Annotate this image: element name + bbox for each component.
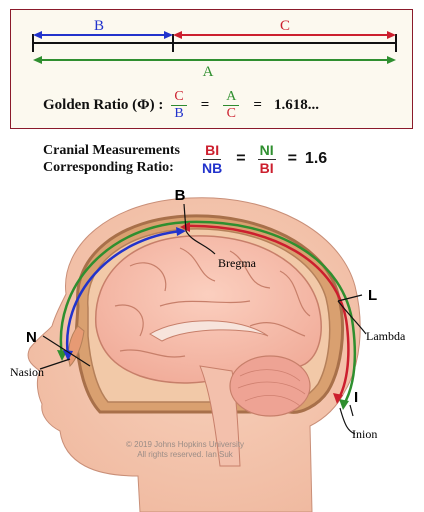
frontal-sinus (67, 325, 85, 367)
fraction-ni-over-bi: NI BI (257, 141, 276, 176)
fraction-c-over-b: C B (171, 89, 187, 121)
head-sagittal-illustration: B Bregma L Lambda N Nasion I Inion © 201… (10, 187, 406, 512)
fraction-numerator: A (223, 89, 240, 106)
cerebrum (95, 235, 322, 384)
arc-blue-arrowhead-n (63, 350, 73, 361)
equals-sign: = (253, 96, 262, 113)
segment-c-arrowhead-left (173, 31, 182, 39)
copyright-line2: All rights reserved. Ian Suk (137, 450, 234, 459)
label-lambda: Lambda (366, 329, 406, 343)
label-inion: Inion (352, 427, 377, 441)
cranial-caption-line2: Corresponding Ratio: (43, 160, 174, 175)
fraction-numerator: C (171, 89, 187, 106)
leader-lines (39, 203, 367, 435)
cerebellum-folia (237, 369, 306, 407)
arc-red-bi (183, 224, 350, 401)
fraction-a-over-c: A C (223, 89, 240, 121)
cranial-ratio-value: 1.6 (304, 150, 328, 167)
fraction-denominator: B (174, 105, 184, 121)
golden-ratio-label: Golden Ratio (Φ) : (43, 96, 164, 113)
cranial-ratio-formula: Cranial Measurements Corresponding Ratio… (43, 142, 331, 176)
equals-sign: = (287, 150, 297, 167)
fraction-numerator: NI (257, 141, 276, 160)
brain-gyri (114, 247, 311, 358)
arc-red-arrowhead-i (333, 393, 343, 404)
segment-b-arrowhead-right (164, 31, 173, 39)
equals-sign: = (200, 96, 210, 113)
arc-red-arrowhead-b (180, 222, 190, 232)
segment-b-label: B (94, 18, 104, 34)
arc-blue-arrowhead-b (176, 227, 186, 236)
landmark-i-letter: I (354, 389, 358, 406)
fraction-bi-over-nb: BI NB (200, 141, 224, 176)
segment-a-arrowhead-left (33, 56, 42, 64)
label-bregma: Bregma (218, 256, 257, 270)
cerebellum (229, 355, 311, 417)
fraction-denominator: BI (259, 159, 274, 176)
segment-b-arrowhead-left (33, 31, 42, 39)
cranial-caption: Cranial Measurements Corresponding Ratio… (43, 142, 180, 176)
arc-green-arrowhead-i (339, 399, 349, 410)
landmark-b-letter: B (175, 187, 186, 204)
segment-c-arrowhead-right (387, 31, 396, 39)
segment-a-label: A (203, 64, 214, 80)
golden-ratio-value: 1.618... (273, 96, 319, 113)
arc-green-ni (59, 220, 356, 407)
cranial-caption-line1: Cranial Measurements (43, 143, 180, 158)
segment-diagram: B C A (32, 18, 397, 80)
golden-ratio-panel: B C A Golden Ratio (Φ) : C B = A C = 1.6… (10, 9, 413, 129)
fraction-numerator: BI (203, 141, 222, 160)
segment-a-arrowhead-right (387, 56, 396, 64)
arc-blue-nb (65, 229, 183, 357)
label-nasion: Nasion (10, 365, 44, 379)
landmark-l-letter: L (368, 287, 377, 304)
fraction-denominator: C (226, 105, 236, 121)
copyright-line1: © 2019 Johns Hopkins University (126, 440, 244, 449)
segment-c-label: C (280, 18, 290, 34)
equals-sign: = (236, 150, 246, 167)
golden-ratio-formula: Golden Ratio (Φ) : C B = A C = 1.618... (43, 89, 319, 121)
fraction-denominator: NB (202, 159, 223, 176)
corpus-callosum (149, 320, 269, 342)
landmark-n-letter: N (26, 329, 37, 346)
